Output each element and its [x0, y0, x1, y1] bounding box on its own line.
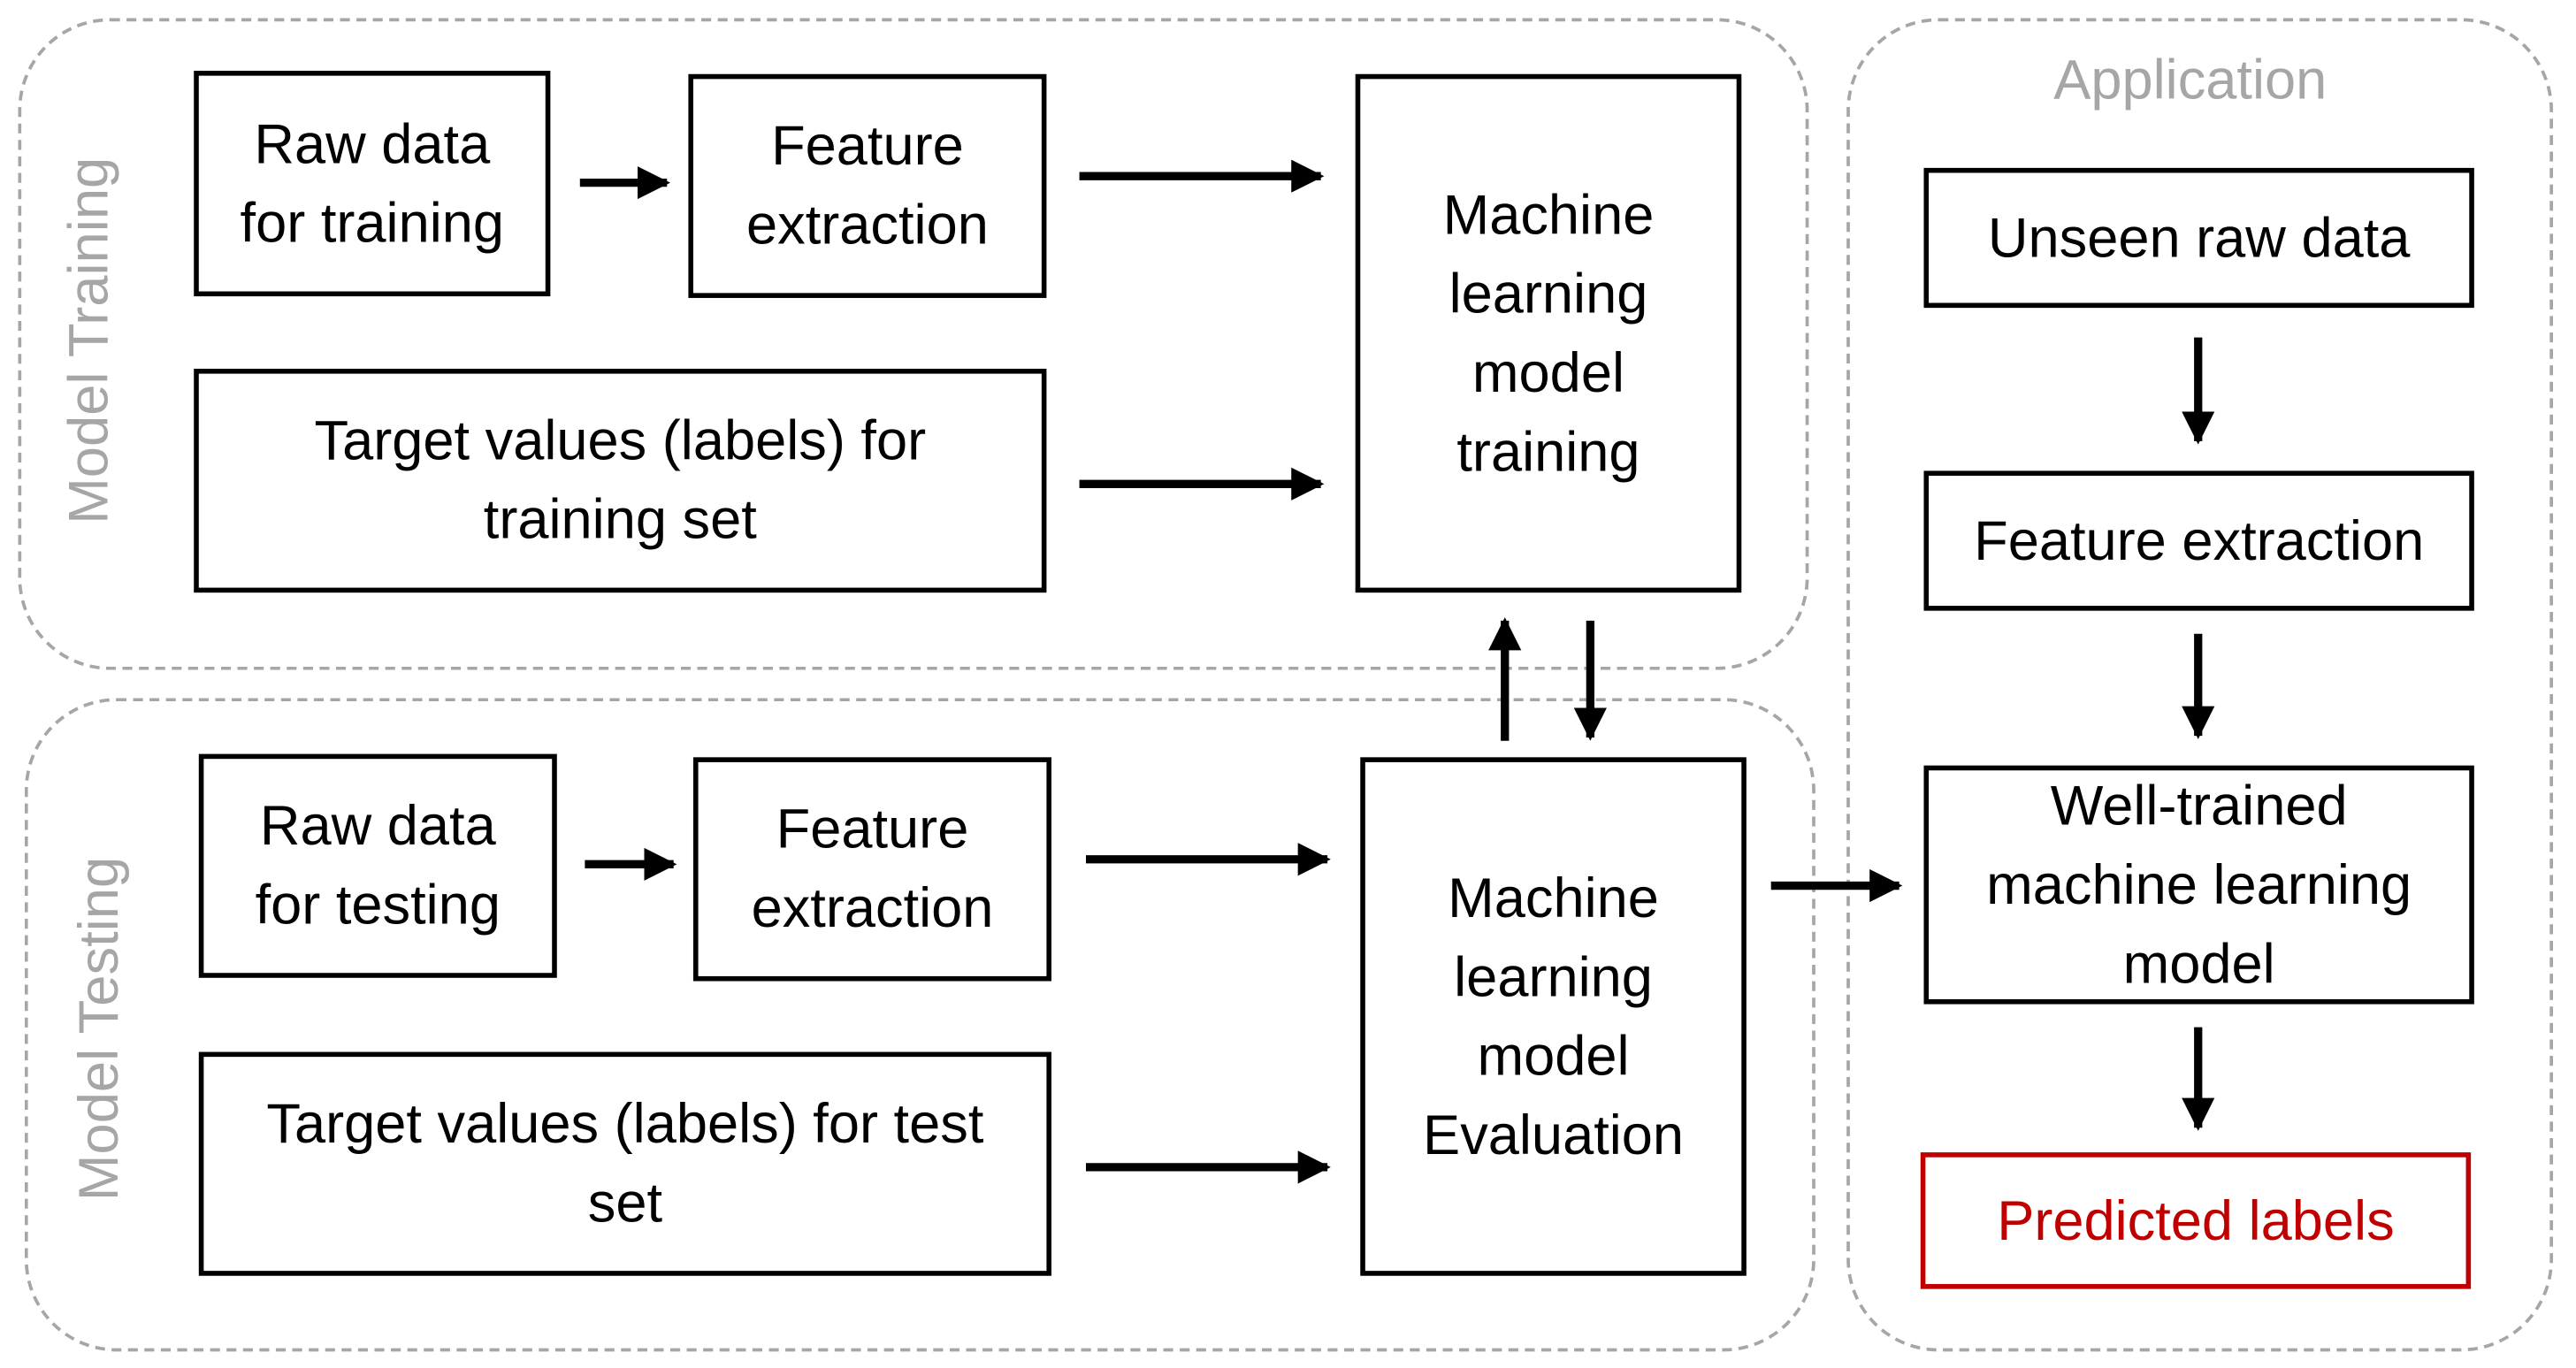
well-trained-model-box: Well-trained machine learning model	[1923, 765, 2474, 1005]
application-region	[1846, 18, 2554, 1352]
model-evaluation-box: Machine learning model Evaluation	[1360, 757, 1747, 1276]
raw-data-testing-box: Raw data for testing	[198, 753, 557, 978]
target-values-testing-box: Target values (labels) for test set	[198, 1051, 1051, 1276]
application-label: Application	[2053, 49, 2328, 112]
target-values-training-box: Target values (labels) for training set	[194, 368, 1047, 593]
feature-extraction-testing-box: Feature extraction	[692, 757, 1051, 982]
predicted-labels-box: Predicted labels	[1920, 1152, 2472, 1289]
feature-extraction-application-box: Feature extraction	[1923, 470, 2474, 611]
feature-extraction-training-box: Feature extraction	[688, 73, 1047, 298]
model-training-box: Machine learning model training	[1355, 73, 1742, 593]
model-training-region	[18, 18, 1809, 670]
model-testing-region	[24, 698, 1815, 1352]
unseen-raw-data-box: Unseen raw data	[1923, 167, 2474, 309]
raw-data-training-box: Raw data for training	[194, 71, 551, 297]
